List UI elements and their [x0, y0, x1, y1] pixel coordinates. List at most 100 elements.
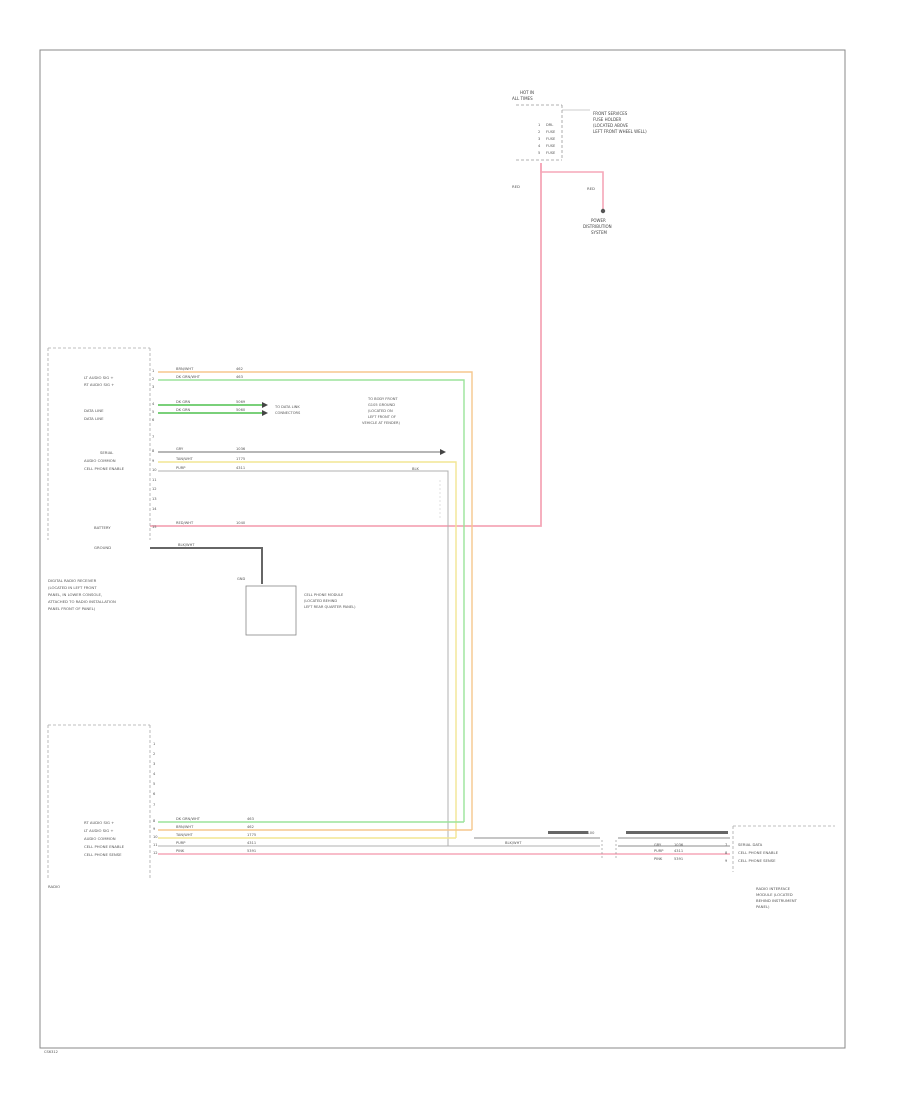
- right-note-2: MODULE (LOCATED: [756, 892, 793, 897]
- footer-code: CS6312: [44, 1050, 58, 1054]
- serial-ground-code: BLK: [412, 467, 419, 471]
- top-pin-label-4: FUSE: [546, 144, 556, 148]
- module-a-code-5: DK GRN: [176, 408, 191, 412]
- module-a-code-1: BRN/WHT: [176, 367, 194, 371]
- module-a-pin-14: 14: [152, 507, 157, 511]
- module-b-pin-10: 10: [153, 835, 158, 839]
- wire-a2-green: [158, 379, 465, 822]
- digital-radio-receiver: LT AUDIO SIG + RT AUDIO SIG + DATA LINE …: [47, 347, 473, 846]
- cell-module-label-1: CELL PHONE MODULE: [304, 593, 344, 597]
- top-pin-2: 2: [538, 130, 540, 134]
- right-pin-7: 7: [725, 843, 727, 847]
- right-num-8: 4311: [674, 849, 683, 853]
- top-ground-wire-label: RED: [587, 186, 595, 191]
- module-a-pin-13: 13: [152, 497, 157, 501]
- module-a-ground-code: BLK/WHT: [178, 543, 195, 547]
- module-a-num-8: 1036: [236, 447, 246, 451]
- right-code-7: GRY: [654, 843, 662, 847]
- module-a-pin-label-5: DATA LINE: [84, 416, 104, 421]
- module-b-pin-7: 7: [153, 803, 155, 807]
- module-a-pin-label-2: RT AUDIO SIG +: [84, 382, 114, 387]
- module-b-num-10: 1775: [247, 833, 256, 837]
- module-b-pin-label-12: CELL PHONE SENSE: [84, 852, 122, 857]
- top-pin-3: 3: [538, 137, 540, 141]
- module-a-pin-10: 10: [152, 468, 157, 472]
- top-note-line-3: (LOCATED ABOVE: [593, 123, 629, 128]
- module-a-code-10: PURP: [176, 466, 186, 470]
- module-b-pin-1: 1: [153, 742, 155, 746]
- module-a-ground-note-2: G105 GROUND: [368, 403, 395, 407]
- module-b-num-8: 463: [247, 817, 254, 821]
- module-a-ground-note-3: (LOCATED ON: [368, 409, 393, 413]
- right-pin-8: 8: [725, 851, 728, 855]
- ground-note-line-1: POWER: [591, 218, 606, 223]
- top-pin-1: 1: [538, 123, 540, 127]
- module-a-pin-9: 9: [152, 459, 155, 463]
- module-b-pin-6: 6: [153, 792, 156, 796]
- cell-module-label-3: LEFT REAR QUARTER PANEL): [304, 605, 356, 609]
- module-b-pin-12: 12: [153, 851, 158, 855]
- module-b-pin-11: 11: [153, 843, 158, 847]
- module-a-pin-2: 2: [152, 377, 154, 381]
- module-a-pin-8: 8: [152, 449, 155, 453]
- module-b-pin-label-9: LT AUDIO SIG +: [84, 828, 114, 833]
- module-a-ground-pin-label: GROUND: [94, 545, 111, 550]
- battery-red-wire: [150, 163, 542, 527]
- module-b-code-12: PINK: [176, 849, 185, 853]
- top-pin-label-5: FUSE: [546, 151, 556, 155]
- top-pin-label-2: FUSE: [546, 130, 556, 134]
- module-a-pin-label-9: AUDIO COMMON: [84, 458, 116, 463]
- module-b-code-8: DK GRN/WHT: [176, 817, 201, 821]
- module-a-code-9: TAN/WHT: [175, 457, 194, 461]
- ground-note-line-2: DISTRIBUTION: [583, 224, 612, 229]
- top-pin-label-3: FUSE: [546, 137, 556, 141]
- wire-a9-yellow: [158, 461, 457, 838]
- top-note-line-1: FRONT SERVICES: [593, 111, 628, 116]
- ground-wire-dark: [150, 547, 263, 584]
- module-b-num-9: 462: [247, 825, 254, 829]
- module-a-pin-11: 11: [152, 478, 157, 482]
- module-b-outline: [47, 724, 151, 880]
- module-a-pin-label-1: LT AUDIO SIG +: [84, 375, 114, 380]
- module-b-pin-8: 8: [153, 819, 156, 823]
- right-note-4: PANEL): [756, 904, 770, 909]
- module-a-code-2: DK GRN/WHT: [176, 375, 201, 379]
- module-a-pin-4: 4: [152, 402, 155, 406]
- right-num-9: 5391: [674, 857, 683, 861]
- module-a-note-5: PANEL FRONT OF PANEL): [48, 606, 96, 611]
- right-ground-code: BLK/WHT: [505, 841, 522, 845]
- module-b-code-11: PURP: [176, 841, 186, 845]
- module-b-pin-4: 4: [153, 772, 156, 776]
- module-a-outline: [47, 347, 151, 540]
- module-a-pin-1: 1: [152, 369, 154, 373]
- module-b-pin-label-10: AUDIO COMMON: [84, 836, 116, 841]
- module-b-num-11: 4311: [247, 841, 256, 845]
- module-b-name: RADIO: [48, 884, 60, 889]
- splice-arrow-1: [262, 402, 268, 408]
- module-a-num-1: 462: [236, 367, 243, 371]
- module-b-code-10: TAN/WHT: [175, 833, 194, 837]
- module-a-note-4: ATTACHED TO RADIO INSTALLATION: [48, 599, 116, 604]
- ground-note-line-3: SYSTEM: [591, 230, 607, 235]
- module-a-num-5: 5060: [236, 408, 246, 412]
- splice-note-line-2: CONNECTORS: [275, 411, 301, 415]
- cell-module-box: [245, 585, 297, 636]
- module-b-code-9: BRN/WHT: [176, 825, 194, 829]
- module-a-pin-label-15: BATTERY: [94, 525, 111, 530]
- module-a-pin-label-4: DATA LINE: [84, 408, 104, 413]
- right-num-7: 1036: [674, 843, 684, 847]
- module-a-num-2: 463: [236, 375, 243, 379]
- splice-note-line-1: TO DATA LINK: [274, 405, 300, 409]
- cell-phone-module: GND CELL PHONE MODULE (LOCATED BEHIND LE…: [237, 577, 356, 636]
- module-a-ground-note-4: LEFT FRONT OF: [368, 415, 396, 419]
- module-b-pin-label-11: CELL PHONE ENABLE: [84, 844, 125, 849]
- module-a-note-3: PANEL, IN LOWER CONSOLE,: [48, 592, 102, 597]
- wire-a1-orange: [158, 371, 473, 830]
- top-fuse-connector: HOT IN ALL TIMES DRL FUSE FUSE FUSE FUSE…: [512, 90, 647, 235]
- module-a-code-8: GRY: [176, 447, 184, 451]
- top-note-line-4: LEFT FRONT WHEEL WELL): [593, 129, 647, 134]
- splice-arrow-2: [262, 410, 268, 416]
- top-connector-outline: [516, 104, 563, 161]
- right-connector-outline: [732, 825, 835, 872]
